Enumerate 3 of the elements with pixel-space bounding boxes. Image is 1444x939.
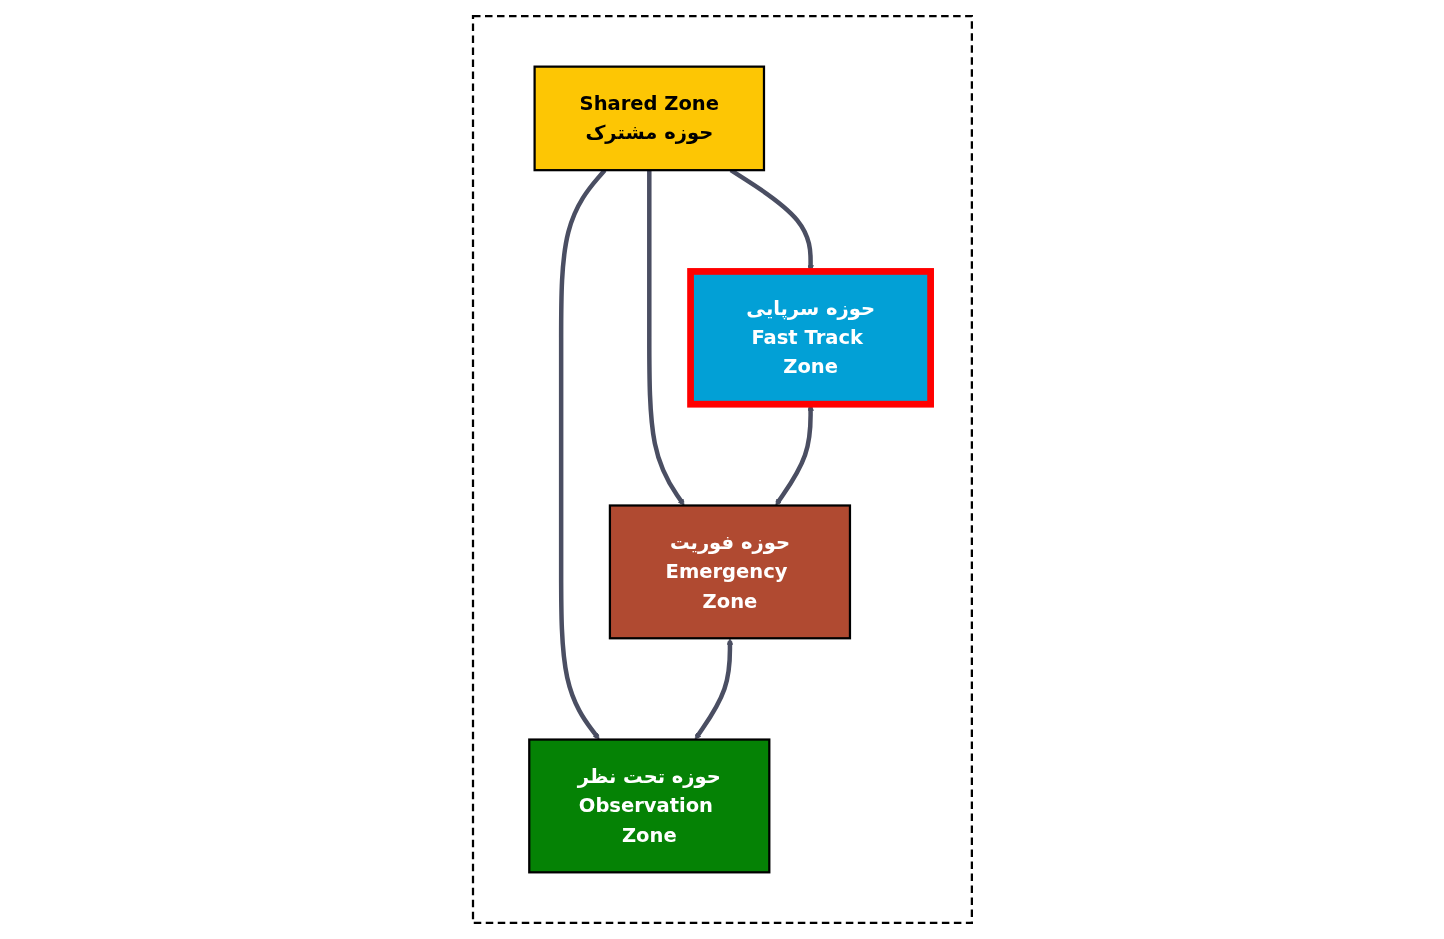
arrow (694, 638, 733, 740)
cluster (471, 14, 973, 925)
arrow (646, 170, 685, 506)
